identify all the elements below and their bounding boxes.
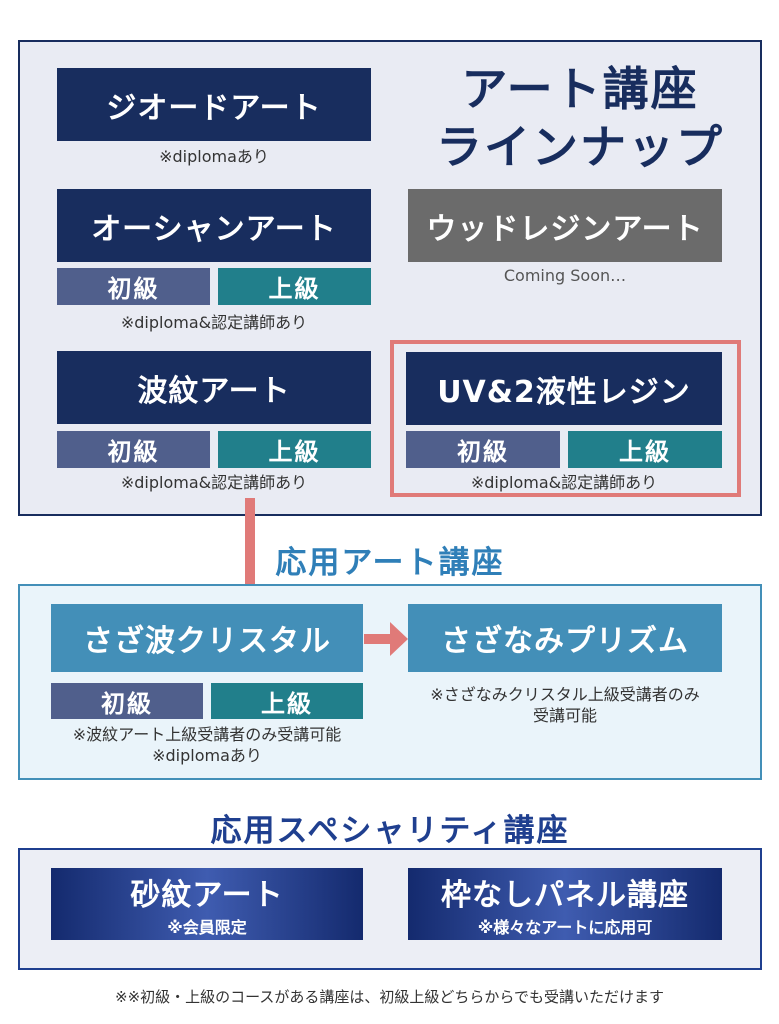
uv-resin-button[interactable]: UV&2液性レジン [406,352,722,425]
ocean-advanced-button[interactable]: 上級 [218,268,371,305]
prism-note-line1: ※さざなみクリスタル上級受講者のみ [430,685,700,704]
crystal-advanced-button[interactable]: 上級 [211,683,363,719]
frameless-panel-note: ※様々なアートに応用可 [477,918,653,937]
sazanami-prism-button[interactable]: さざなみプリズム [408,604,722,672]
sazanami-crystal-button[interactable]: さざ波クリスタル [51,604,363,672]
applied-heading: 応用アート講座 [275,545,505,581]
prism-note: ※さざなみクリスタル上級受講者のみ 受講可能 [400,684,730,726]
specialty-heading: 応用スペシャリティ講座 [210,813,570,849]
wood-coming-soon: Coming Soon… [503,266,627,285]
lineup-title: アート講座 ラインナップ [410,60,750,176]
frameless-panel-label: 枠なしパネル講座 [441,878,689,913]
hamon-advanced-button[interactable]: 上級 [218,431,371,468]
frameless-panel-button[interactable]: 枠なしパネル講座 ※様々なアートに応用可 [408,868,722,940]
geode-art-button[interactable]: ジオードアート [57,68,371,141]
crystal-note-line2: ※diplomaあり [152,746,262,765]
crystal-beginner-button[interactable]: 初級 [51,683,203,719]
footnote: ※※初級・上級のコースがある講座は、初級上級どちらからでも受講いただけます [115,988,664,1006]
lineup-title-line2: ラインナップ [436,120,724,174]
sand-art-label: 砂紋アート [130,878,284,913]
prism-note-line2: 受講可能 [532,706,597,725]
crystal-note: ※波紋アート上級受講者のみ受講可能 ※diplomaあり [30,724,384,766]
lineup-title-line1: アート講座 [461,62,699,116]
ocean-beginner-button[interactable]: 初級 [57,268,210,305]
sand-art-note: ※会員限定 [167,918,247,937]
sand-art-button[interactable]: 砂紋アート ※会員限定 [51,868,363,940]
uv-beginner-button[interactable]: 初級 [406,431,560,468]
hamon-beginner-button[interactable]: 初級 [57,431,210,468]
crystal-note-line1: ※波紋アート上級受講者のみ受講可能 [72,725,342,744]
uv-resin-highlight-frame [390,340,741,497]
wood-resin-art-button[interactable]: ウッドレジンアート [408,189,722,262]
ocean-art-button[interactable]: オーシャンアート [57,189,371,262]
uv-note: ※diploma&認定講師あり [470,473,658,492]
hamon-note: ※diploma&認定講師あり [120,473,308,492]
ocean-note: ※diploma&認定講師あり [120,313,308,332]
uv-advanced-button[interactable]: 上級 [568,431,722,468]
right-arrow [364,622,408,656]
hamon-art-button[interactable]: 波紋アート [57,351,371,424]
geode-note: ※diplomaあり [159,147,269,166]
